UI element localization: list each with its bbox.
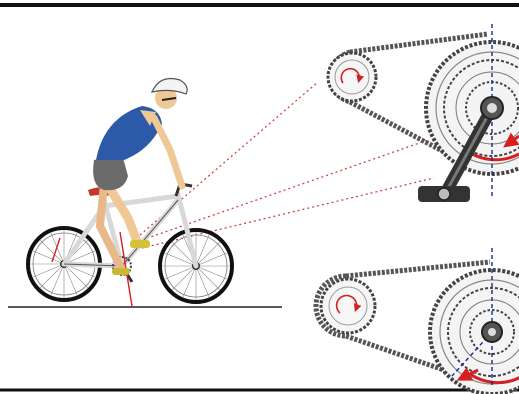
chainring-bottom xyxy=(430,270,519,394)
rear-sprocket-top xyxy=(328,53,376,101)
pedal-icon xyxy=(418,186,470,202)
drivetrain-detail-bottom xyxy=(316,248,519,394)
guide-line-chainring-bottom xyxy=(142,178,434,248)
rear-sprocket-bottom xyxy=(321,279,375,333)
rider-arm xyxy=(154,118,182,186)
cyclist-illustration xyxy=(28,79,232,307)
drivetrain-detail-top xyxy=(328,24,519,202)
